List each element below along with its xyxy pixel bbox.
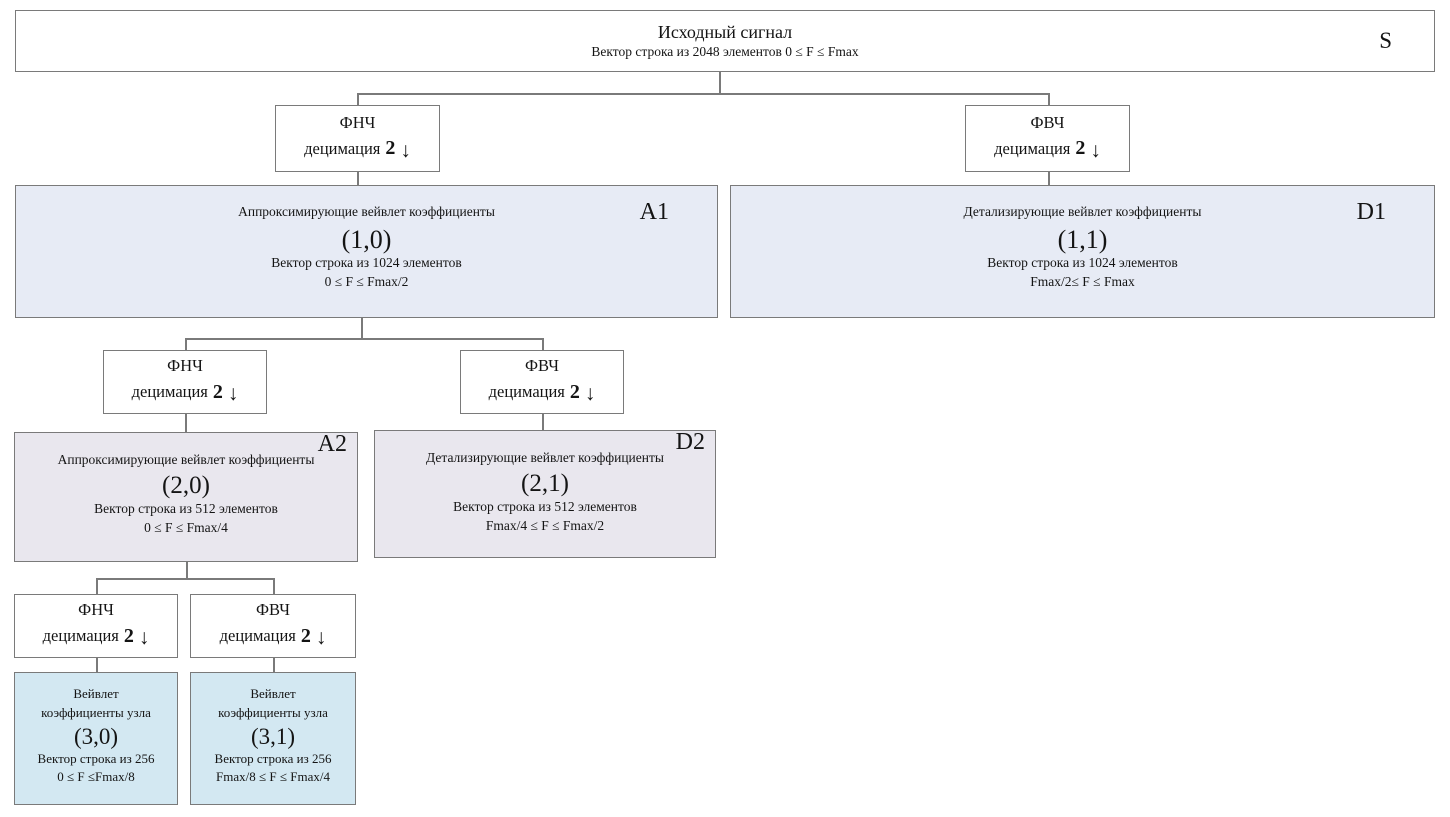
connector-line	[185, 338, 187, 350]
node-index: (3,1)	[250, 723, 296, 749]
filter-decimation-row: децимация 2 ↓	[43, 622, 150, 650]
decimation-label: децимация	[131, 382, 208, 401]
node-letter-label: A1	[639, 199, 669, 225]
downsample-arrow-icon: ↓	[1090, 137, 1101, 162]
connector-line	[96, 578, 275, 580]
node-letter-label: D1	[1356, 199, 1386, 225]
connector-line	[185, 414, 187, 432]
connector-line	[185, 338, 544, 340]
node-title: Детализирующие вейвлет коэффициенты	[426, 450, 664, 465]
node-index: (1,0)	[341, 224, 392, 254]
downsample-arrow-icon: ↓	[227, 381, 239, 406]
decimation-factor: 2	[300, 624, 311, 647]
node-title: Аппроксимирующие вейвлет коэффициенты	[57, 452, 315, 467]
node-index: (2,0)	[162, 471, 210, 499]
filter-highpass-level2: ФВЧ децимация 2 ↓	[460, 350, 624, 414]
connector-line	[719, 72, 721, 93]
filter-highpass-level1: ФВЧ децимация 2 ↓	[965, 105, 1130, 172]
node-title: коэффициенты узла	[41, 704, 151, 720]
connector-line	[1048, 172, 1050, 185]
connector-line	[357, 93, 359, 105]
connector-line	[96, 578, 98, 594]
node-title: Аппроксимирующие вейвлет коэффициенты	[238, 204, 495, 219]
filter-type-label: ФНЧ	[78, 600, 114, 620]
filter-decimation-row: децимация 2 ↓	[220, 622, 327, 650]
node-letter-label: A2	[317, 431, 347, 457]
connector-line	[96, 658, 98, 672]
node-3-1: Вейвлет коэффициенты узла (3,1) Вектор с…	[190, 672, 356, 805]
node-letter-label: D2	[675, 429, 705, 455]
node-title: Вейвлет	[250, 686, 296, 701]
connector-line	[186, 562, 188, 578]
node-vector: Вектор строка из 512 элементов	[453, 499, 637, 515]
filter-type-label: ФВЧ	[1030, 112, 1065, 132]
filter-type-label: ФНЧ	[167, 356, 203, 376]
filter-lowpass-level3: ФНЧ децимация 2 ↓	[14, 594, 178, 658]
node-source-signal: Исходный сигнал Вектор строка из 2048 эл…	[15, 10, 1435, 72]
connector-line	[273, 658, 275, 672]
downsample-arrow-icon: ↓	[400, 137, 411, 162]
node-frequency-range: Fmax/4 ≤ F ≤ Fmax/2	[485, 517, 605, 533]
node-3-0: Вейвлет коэффициенты узла (3,0) Вектор с…	[14, 672, 178, 805]
node-d1: D1 Детализирующие вейвлет коэффициенты (…	[730, 185, 1435, 318]
node-vector: Вектор строка из 256	[37, 751, 155, 767]
decimation-label: децимация	[994, 138, 1071, 158]
node-title: Детализирующие вейвлет коэффициенты	[963, 204, 1202, 219]
node-title: Вейвлет	[73, 686, 119, 701]
downsample-arrow-icon: ↓	[138, 625, 150, 650]
decimation-factor: 2	[1075, 137, 1086, 160]
decimation-factor: 2	[569, 380, 580, 403]
node-vector: Вектор строка из 256	[214, 751, 332, 767]
filter-type-label: ФВЧ	[256, 600, 290, 620]
connector-line	[273, 578, 275, 594]
node-index: (1,1)	[1057, 224, 1108, 254]
connector-line	[361, 318, 363, 338]
decimation-label: децимация	[304, 138, 381, 158]
filter-decimation-row: децимация 2 ↓	[304, 134, 411, 162]
node-frequency-range: 0 ≤ F ≤ Fmax/2	[324, 273, 409, 289]
connector-line	[542, 414, 544, 430]
filter-decimation-row: децимация 2 ↓	[132, 378, 239, 406]
node-title: Исходный сигнал	[657, 21, 793, 42]
decimation-label: децимация	[219, 626, 296, 645]
decimation-factor: 2	[123, 624, 134, 647]
connector-line	[1048, 93, 1050, 105]
filter-type-label: ФВЧ	[525, 356, 559, 376]
node-subtitle: Вектор строка из 2048 элементов 0 ≤ F ≤ …	[591, 44, 859, 60]
filter-type-label: ФНЧ	[339, 112, 376, 132]
node-vector: Вектор строка из 512 элементов	[94, 501, 278, 517]
node-vector: Вектор строка из 1024 элементов	[987, 255, 1178, 271]
decimation-label: децимация	[488, 382, 565, 401]
node-frequency-range: Fmax/2≤ F ≤ Fmax	[1030, 273, 1135, 289]
decimation-factor: 2	[212, 380, 223, 403]
node-frequency-range: 0 ≤ F ≤Fmax/8	[57, 768, 135, 784]
filter-lowpass-level2: ФНЧ децимация 2 ↓	[103, 350, 267, 414]
connector-line	[357, 93, 1050, 95]
decimation-label: децимация	[42, 626, 119, 645]
downsample-arrow-icon: ↓	[584, 381, 596, 406]
node-index: (3,0)	[73, 723, 119, 749]
node-a2: A2 Аппроксимирующие вейвлет коэффициенты…	[14, 431, 358, 562]
connector-line	[357, 172, 359, 185]
filter-decimation-row: децимация 2 ↓	[489, 378, 596, 406]
node-frequency-range: 0 ≤ F ≤ Fmax/4	[144, 519, 228, 535]
filter-decimation-row: децимация 2 ↓	[994, 134, 1101, 162]
filter-highpass-level3: ФВЧ децимация 2 ↓	[190, 594, 356, 658]
node-index: (2,1)	[521, 469, 569, 497]
node-frequency-range: Fmax/8 ≤ F ≤ Fmax/4	[216, 768, 330, 784]
downsample-arrow-icon: ↓	[315, 625, 327, 650]
node-letter-label: S	[1379, 28, 1392, 53]
decimation-factor: 2	[385, 137, 396, 160]
filter-lowpass-level1: ФНЧ децимация 2 ↓	[275, 105, 440, 172]
connector-line	[542, 338, 544, 350]
node-title: коэффициенты узла	[218, 704, 328, 720]
node-vector: Вектор строка из 1024 элементов	[271, 255, 462, 271]
node-a1: A1 Аппроксимирующие вейвлет коэффициенты…	[15, 185, 718, 318]
node-d2: D2 Детализирующие вейвлет коэффициенты (…	[374, 429, 716, 558]
